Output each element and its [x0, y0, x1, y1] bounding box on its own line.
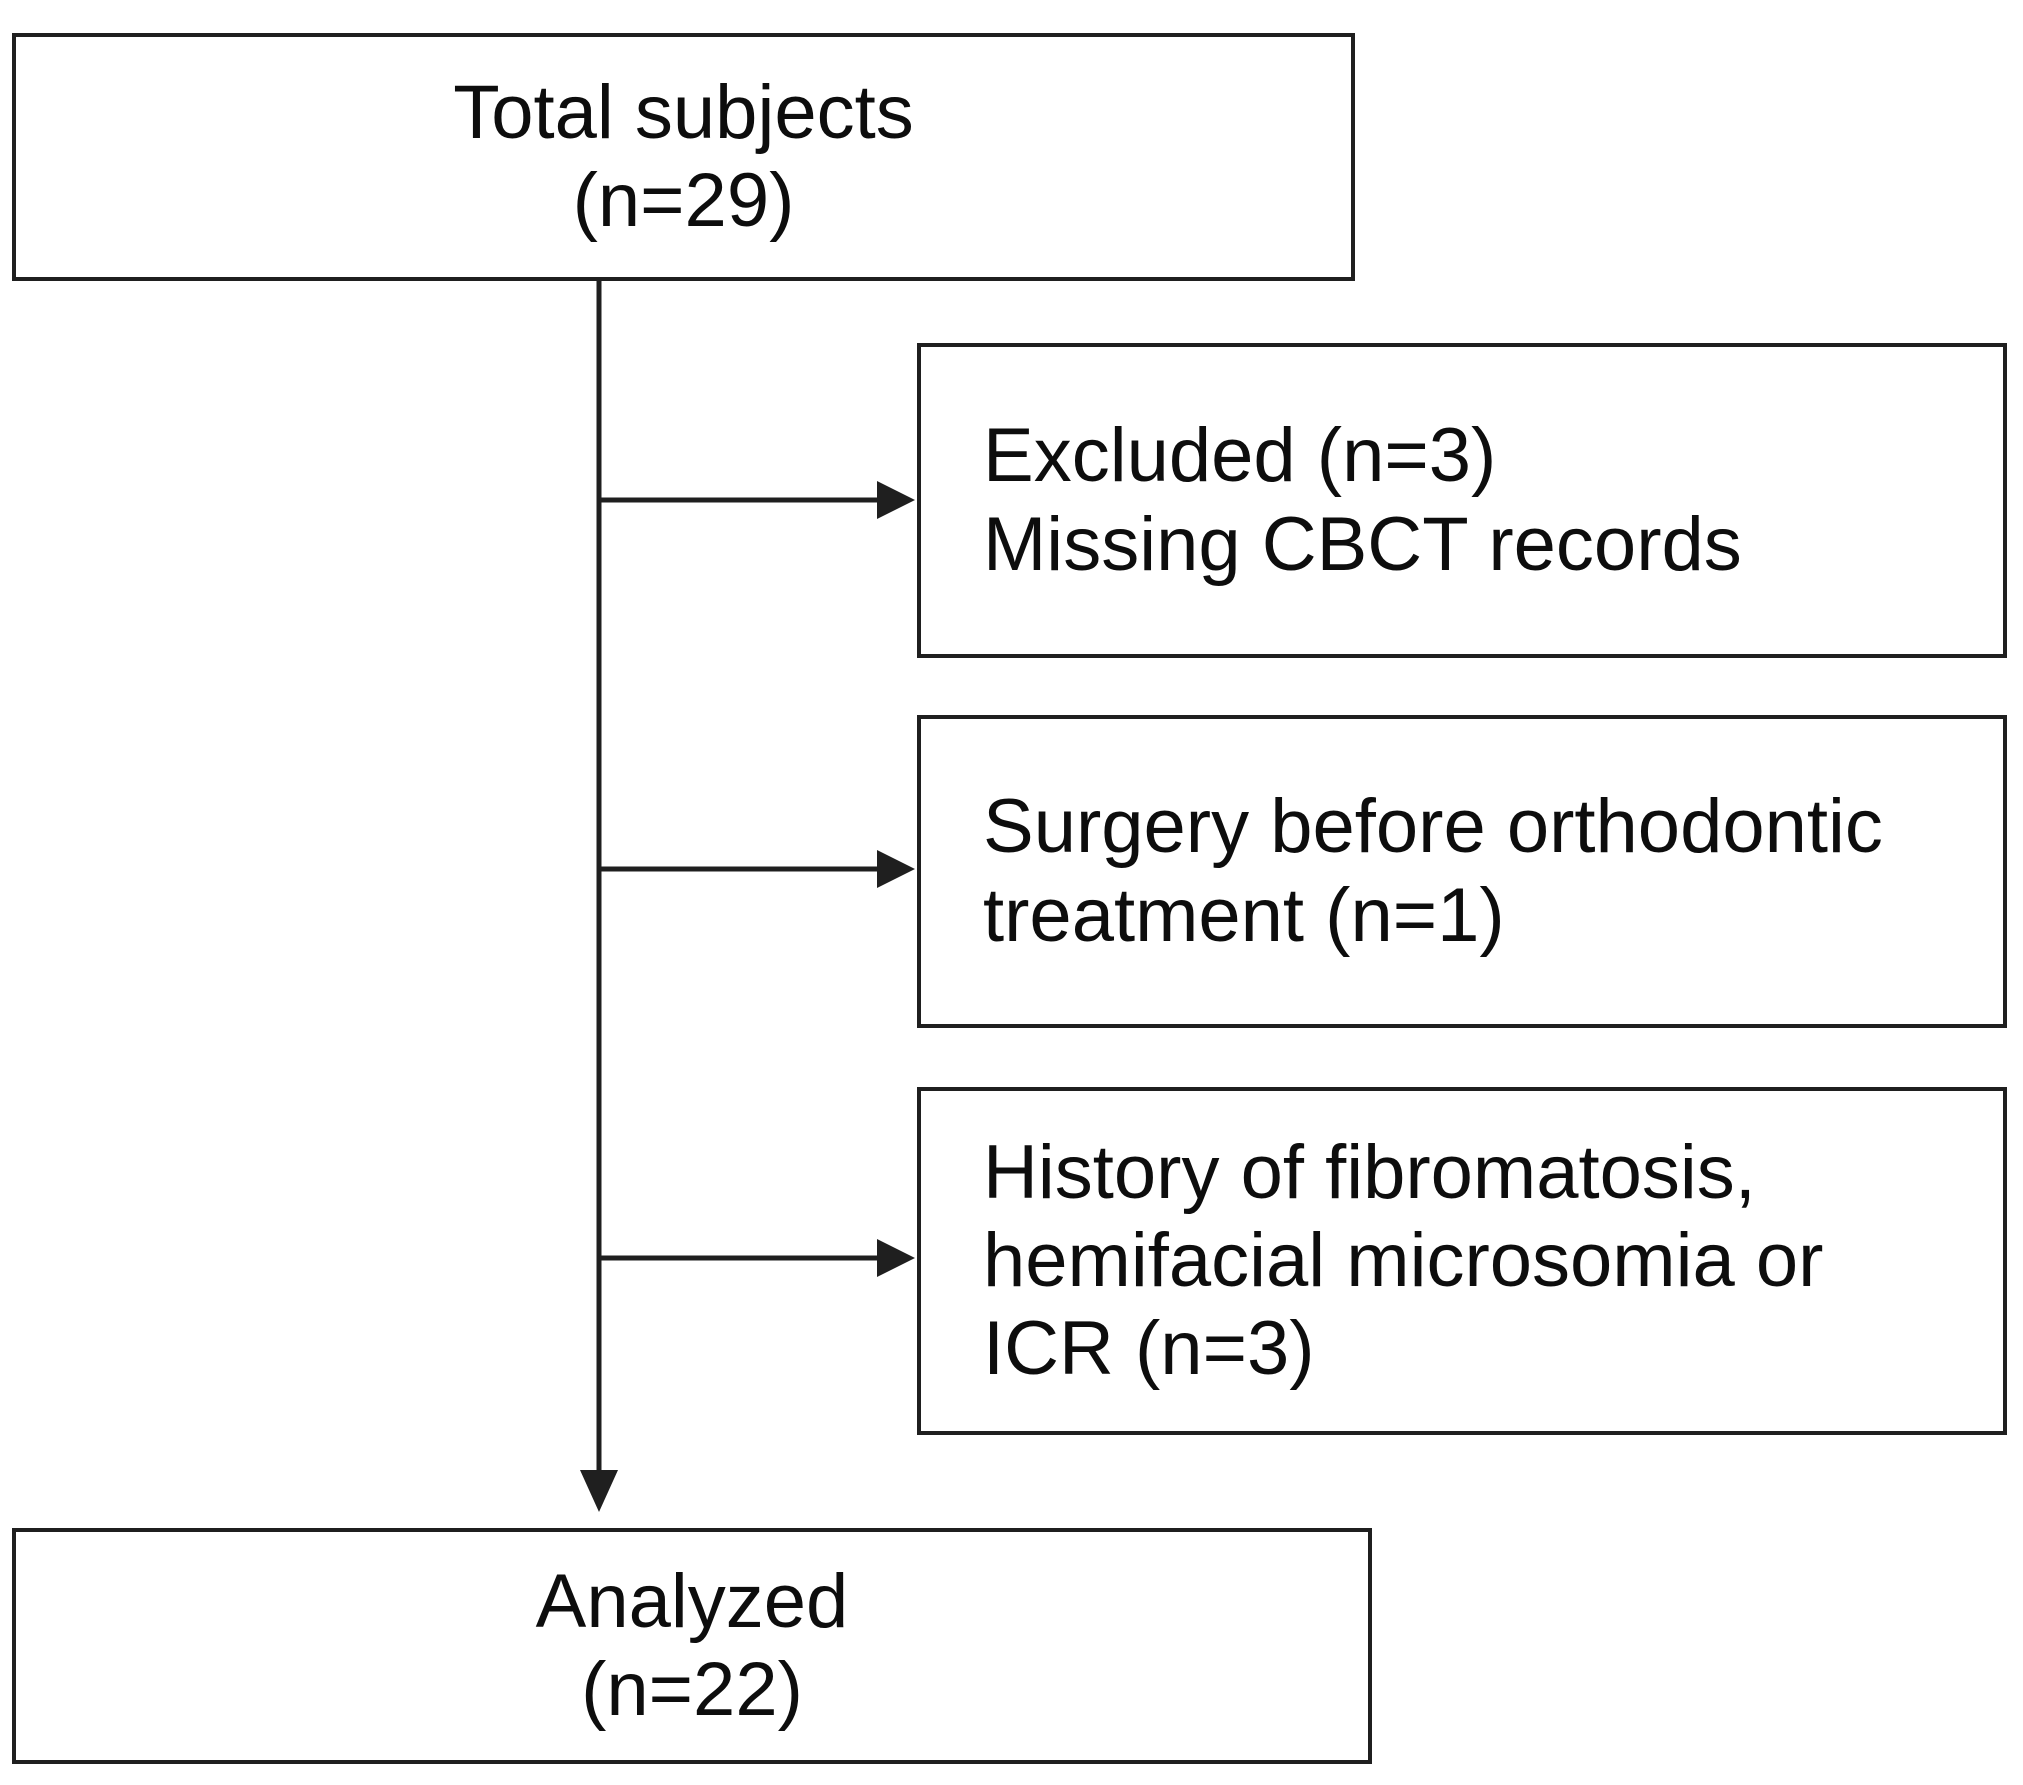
arrowhead-analyzed-icon — [580, 1470, 618, 1512]
arrowhead-excluded-missing-cbct-icon — [877, 481, 915, 519]
node-total-subjects-line-1: Total subjects — [453, 69, 914, 155]
node-excluded-missing-cbct: Excluded (n=3) Missing CBCT records — [917, 343, 2007, 658]
node-total-subjects: Total subjects (n=29) — [12, 33, 1355, 281]
node-analyzed-count: (n=22) — [581, 1647, 803, 1732]
arrowhead-excluded-surgery-icon — [877, 850, 915, 888]
connector-lines — [596, 281, 879, 1477]
node-total-subjects-count: (n=29) — [572, 158, 795, 243]
node-excluded-history-line-2: hemifacial microsomia or — [983, 1217, 1824, 1303]
node-analyzed: Analyzed (n=22) — [12, 1528, 1372, 1764]
node-excluded-history: History of fibromatosis, hemifacial micr… — [917, 1087, 2007, 1435]
node-excluded-history-line-3: ICR (n=3) — [983, 1306, 1315, 1392]
node-excluded-missing-cbct-line-2: Missing CBCT records — [983, 501, 1742, 587]
node-excluded-missing-cbct-line-1: Excluded (n=3) — [983, 413, 1497, 499]
arrowheads — [580, 481, 915, 1512]
node-excluded-surgery-line-2: treatment (n=1) — [983, 872, 1505, 958]
node-excluded-history-line-1: History of fibromatosis, — [983, 1129, 1756, 1215]
node-excluded-surgery: Surgery before orthodontic treatment (n=… — [917, 715, 2007, 1028]
arrowhead-excluded-history-icon — [877, 1239, 915, 1277]
node-analyzed-line-1: Analyzed — [535, 1558, 849, 1644]
node-excluded-surgery-line-1: Surgery before orthodontic — [983, 784, 1883, 870]
